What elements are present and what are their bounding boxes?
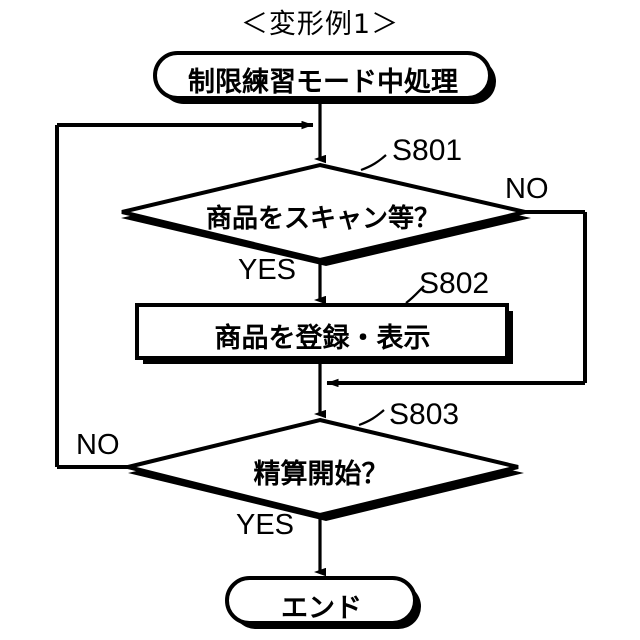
edge-label-d2-yes: YES [236,509,295,541]
end-node-label: エンド [281,593,362,624]
process-1-label: 商品を登録・表示 [214,323,431,354]
leader-s801 [360,154,387,172]
node-shapes [121,51,526,625]
end-node-shape [225,576,417,625]
start-node-label: 制限練習モード中処理 [188,67,458,98]
leader-s803 [358,409,385,427]
leader-s802 [405,285,425,304]
edge-label-d1-yes: YES [238,254,297,286]
edge-label-d2-no: NO [76,429,120,461]
step-label-s801: S801 [392,134,463,167]
process-1-shape [135,303,509,360]
step-label-s803: S803 [389,398,460,431]
decision-1-shape [121,162,526,263]
decision-2-shape [127,417,519,518]
figure-title: ＜変形例1＞ [240,9,400,40]
decision-2-label: 精算開始？ [253,459,389,490]
step-label-s802: S802 [419,267,490,300]
start-node-shape [153,51,492,100]
decision-1-label: 商品をスキャン等？ [205,204,440,234]
connectors [55,98,587,577]
edge-label-d1-no: NO [505,173,549,205]
